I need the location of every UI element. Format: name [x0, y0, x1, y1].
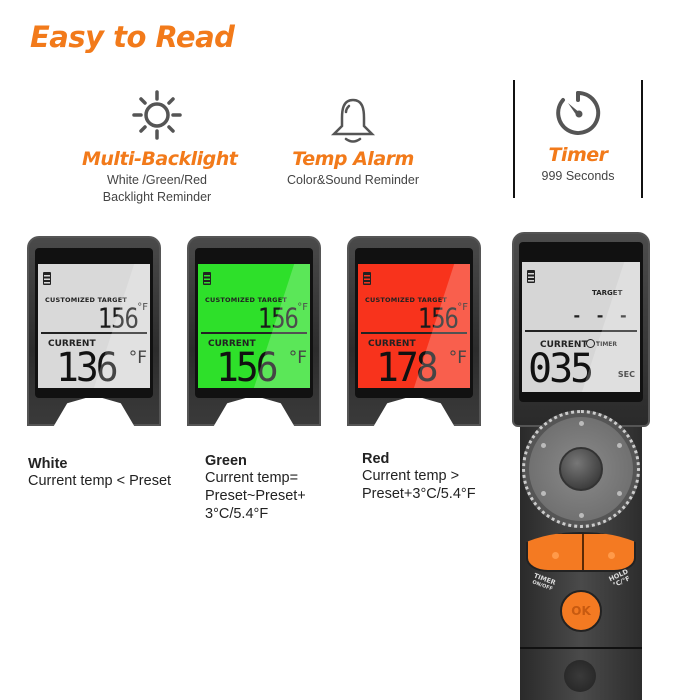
- current-value: 136: [56, 344, 119, 388]
- dial-dot: [579, 513, 584, 518]
- speaker-grille-icon: [564, 660, 596, 692]
- caption-white: White Current temp < Preset: [28, 456, 171, 490]
- target-value: 156: [257, 302, 299, 335]
- timer-label: TIMER: [596, 341, 618, 348]
- stopwatch-icon: [556, 90, 601, 135]
- caption-title: White: [28, 456, 68, 472]
- current-label: CURRENT: [368, 339, 416, 349]
- target-value: 156: [97, 302, 139, 335]
- caption-line: Current temp=: [205, 470, 299, 486]
- timer-button[interactable]: [552, 552, 559, 559]
- feature-title: Temp Alarm: [292, 148, 414, 170]
- display-red: CUSTOMIZED TARGET 156 °F CURRENT 178 °F: [347, 236, 481, 426]
- battery-icon: [527, 270, 535, 283]
- target-unit: °F: [137, 302, 148, 313]
- feature-multi-backlight: Multi-Backlight White /Green/Red Backlig…: [82, 90, 238, 206]
- timer-lcd-screen: TARGET - - - CURRENT TIMER 035 SEC: [522, 262, 640, 392]
- feature-title: Timer: [548, 144, 608, 166]
- display-white: CUSTOMIZED TARGET 156 °F CURRENT 136 °F: [27, 236, 161, 426]
- caption-line: Preset+3°C/5.4°F: [362, 486, 476, 502]
- divider-right: [641, 80, 643, 198]
- ok-button[interactable]: OK: [560, 590, 602, 632]
- dial-dot: [541, 443, 546, 448]
- lcd-divider: [201, 332, 307, 334]
- current-value: 156: [216, 344, 279, 388]
- feature-desc: Backlight Reminder: [102, 190, 212, 204]
- target-label: TARGET: [592, 289, 623, 297]
- current-label: CURRENT: [48, 339, 96, 349]
- bell-icon: [330, 98, 376, 143]
- timer-icon: [586, 339, 595, 348]
- lcd-divider: [361, 332, 467, 334]
- current-unit: °F: [288, 348, 307, 368]
- current-label: CURRENT: [540, 340, 588, 350]
- sun-icon: [132, 90, 182, 140]
- feature-temp-alarm: Temp Alarm Color&Sound Reminder: [278, 96, 428, 189]
- dial-knob[interactable]: [559, 447, 603, 491]
- target-label: CUSTOMIZED TARGET: [205, 296, 287, 304]
- target-unit: °F: [457, 302, 468, 313]
- target-unit: °F: [297, 302, 308, 313]
- feature-timer: Timer 999 Seconds: [515, 88, 641, 185]
- current-label: CURRENT: [208, 339, 256, 349]
- feature-desc: 999 Seconds: [541, 169, 615, 183]
- button-split: [582, 534, 584, 570]
- caption-line: Preset~Preset+: [205, 488, 306, 504]
- lcd-divider: [525, 330, 637, 332]
- hold-button[interactable]: [608, 552, 615, 559]
- caption-line: Current temp < Preset: [28, 473, 172, 489]
- current-unit: °F: [128, 348, 147, 368]
- caption-green: Green Current temp= Preset~Preset+ 3°C/5…: [205, 453, 306, 523]
- display-green: CUSTOMIZED TARGET 156 °F CURRENT 156 °F: [187, 236, 321, 426]
- target-value: 156: [417, 302, 459, 335]
- timer-value: 035: [528, 346, 594, 392]
- lcd-divider: [41, 332, 147, 334]
- dial-dot: [579, 421, 584, 426]
- caption-line: 3°C/5.4°F: [205, 506, 269, 522]
- dial-dot: [617, 491, 622, 496]
- feature-desc: Color&Sound Reminder: [286, 173, 419, 187]
- target-value: - - -: [572, 306, 631, 325]
- divider-left: [513, 80, 515, 198]
- lcd-screen: CUSTOMIZED TARGET 156 °F CURRENT 136 °F: [38, 264, 150, 388]
- current-unit: °F: [448, 348, 467, 368]
- caption-line: Current temp >: [362, 468, 460, 484]
- battery-icon: [203, 272, 211, 285]
- caption-red: Red Current temp > Preset+3°C/5.4°F: [362, 451, 476, 503]
- feature-desc: White /Green/Red: [106, 173, 208, 187]
- body-seam: [520, 647, 642, 649]
- lcd-screen: CUSTOMIZED TARGET 156 °F CURRENT 156 °F: [198, 264, 310, 388]
- battery-icon: [43, 272, 51, 285]
- caption-title: Red: [362, 451, 390, 467]
- caption-title: Green: [205, 453, 247, 469]
- thermometer-device: TARGET - - - CURRENT TIMER 035 SEC TIMER…: [512, 232, 650, 700]
- dial-dot: [541, 491, 546, 496]
- feature-title: Multi-Backlight: [82, 148, 238, 170]
- dial-dot: [617, 443, 622, 448]
- current-value: 178: [376, 344, 439, 388]
- rotary-dial[interactable]: [522, 410, 640, 528]
- target-label: CUSTOMIZED TARGET: [45, 296, 127, 304]
- lcd-screen: CUSTOMIZED TARGET 156 °F CURRENT 178 °F: [358, 264, 470, 388]
- battery-icon: [363, 272, 371, 285]
- function-buttons: [526, 532, 636, 572]
- headline: Easy to Read: [30, 20, 235, 54]
- target-label: CUSTOMIZED TARGET: [365, 296, 447, 304]
- timer-unit: SEC: [617, 370, 635, 379]
